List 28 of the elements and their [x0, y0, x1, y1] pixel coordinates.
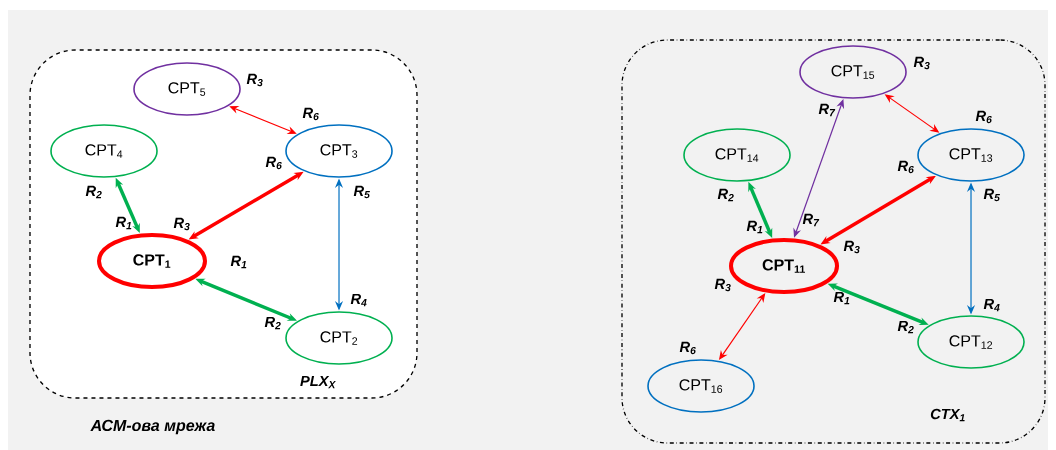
role-label: R$_{3}$ — [843, 240, 860, 254]
role-label: R$_{1}$ — [746, 220, 763, 234]
ellipse-node: CPT$_{16}$ — [647, 359, 755, 413]
role-label: R$_{3}$ — [173, 217, 190, 231]
role-label: R$_{6}$ — [897, 160, 914, 174]
role-label: R$_{1}$ — [115, 216, 132, 230]
role-label: R$_{1}$ — [833, 291, 850, 305]
role-label: R$_{2}$ — [264, 316, 281, 330]
role-label: R$_{7}$ — [818, 103, 836, 117]
ellipse-node: CPT$_{4}$ — [50, 124, 158, 178]
role-label: R$_{7}$ — [802, 213, 820, 227]
role-label: R$_{2}$ — [897, 320, 914, 334]
ellipse-node: CPT$_{3}$ — [285, 124, 393, 178]
role-label: R$_{5}$ — [983, 188, 1000, 202]
ellipse-node: CPT$_{13}$ — [917, 128, 1025, 182]
role-label: R$_{6}$ — [265, 156, 282, 170]
role-label: R$_{4}$ — [350, 293, 367, 307]
role-label: R$_{2}$ — [717, 188, 734, 202]
role-label: R$_{4}$ — [983, 298, 1000, 312]
ellipse-node: CPT$_{5}$ — [133, 62, 241, 116]
ellipse-node: CPT$_{14}$ — [683, 128, 791, 182]
ellipse-node: CPT$_{1}$ — [97, 233, 207, 289]
role-label: R$_{2}$ — [85, 185, 102, 199]
ellipse-node: CPT$_{2}$ — [285, 311, 393, 365]
caption: АСМ-ова мрежа — [90, 419, 215, 435]
ellipse-node: CPT$_{12}$ — [917, 315, 1025, 369]
role-label: R$_{1}$ — [230, 255, 247, 269]
ellipse-node: CPT$_{15}$ — [799, 45, 907, 99]
